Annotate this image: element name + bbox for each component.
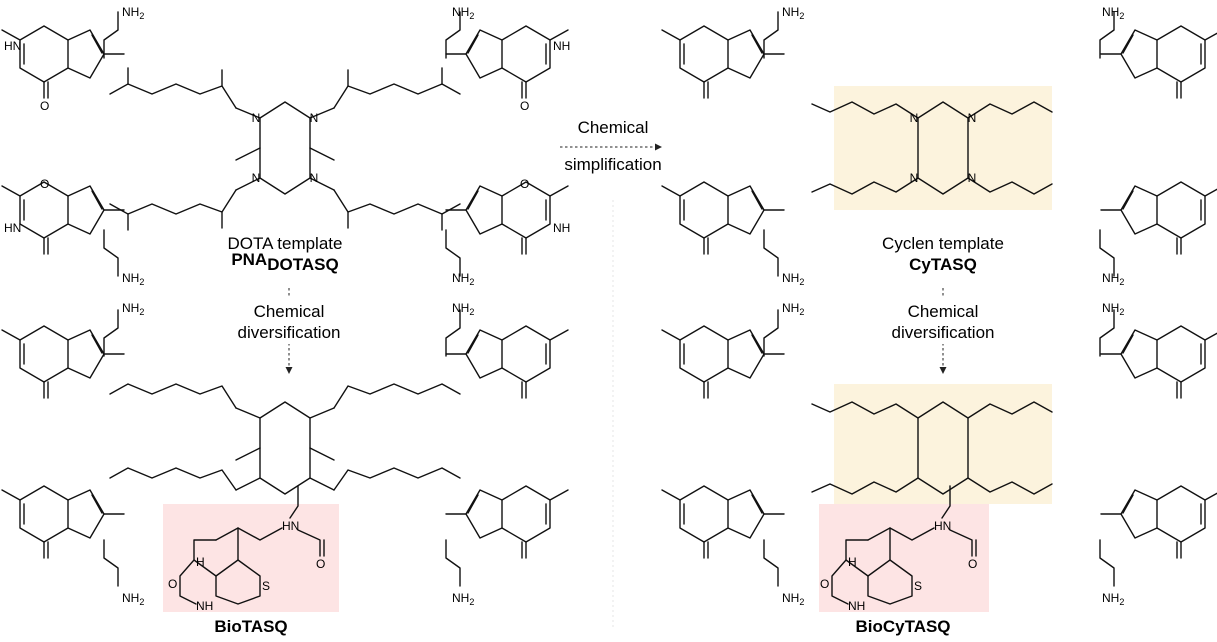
atom-o: O [520,99,529,113]
atom-nh2: NH2 [122,591,144,607]
atom-nh2: NH2 [452,5,474,21]
atom-o: O [820,577,829,591]
label-biocytasq: BioCyTASQ [855,617,950,636]
label-dota-template: DOTA template [228,234,343,253]
atom-nh2: NH2 [1102,5,1124,21]
atom-n: N [310,111,319,125]
atom-nh2: NH2 [122,301,144,317]
atom-nh2: NH2 [1102,271,1124,287]
atom-s: S [914,579,922,593]
atom-n: N [910,171,919,185]
label-diversification-right-1: Chemical [908,302,979,321]
cytasq-structure: N N N N NH2 NH2 NH2 NH2 [661,5,1217,287]
label-diversification-left-2: diversification [238,323,341,342]
biocytasq-structure: HN O S O H NH NH2 NH2 NH2 NH2 [661,301,1217,613]
label-diversification-left-1: Chemical [254,302,325,321]
diversification-label-bg-right [855,296,1031,344]
atom-s: S [262,579,270,593]
atom-hn: HN [4,221,21,235]
label-simplification-1: Chemical [578,118,649,137]
atom-o: O [40,177,49,191]
atom-o: O [316,557,325,571]
label-simplification-2: simplification [564,155,661,174]
atom-nh2: NH2 [782,591,804,607]
dotasq-structure: N N N N NH2 NH2 NH2 NH2 HN HN NH NH O O … [1,5,570,287]
label-cytasq: CyTASQ [909,255,977,274]
atom-nh2: NH2 [122,271,144,287]
atom-o: O [168,577,177,591]
atom-nh2: NH2 [452,301,474,317]
cyclen-highlight-top [834,86,1052,210]
atom-nh2: NH2 [782,301,804,317]
atom-nh: NH [553,221,570,235]
atom-n: N [910,111,919,125]
atom-nh: NH [196,599,213,613]
atom-n: N [310,171,319,185]
atom-nh: NH [848,599,865,613]
atom-nh2: NH2 [122,5,144,21]
atom-n: N [252,171,261,185]
atom-nh: NH [553,39,570,53]
label-diversification-right-2: diversification [892,323,995,342]
atom-nh2: NH2 [782,271,804,287]
biotin-highlight-right [819,504,989,612]
diversification-label-bg-left [200,296,380,344]
label-biotasq: BioTASQ [214,617,287,636]
atom-hn: HN [4,39,21,53]
atom-nh2: NH2 [452,271,474,287]
atom-nh2: NH2 [782,5,804,21]
atom-o: O [520,177,529,191]
label-cyclen-template: Cyclen template [882,234,1004,253]
atom-n: N [252,111,261,125]
atom-nh2: NH2 [1102,301,1124,317]
atom-nh2: NH2 [1102,591,1124,607]
label-pnadotasq: PNADOTASQ [231,250,338,274]
atom-h: H [848,555,857,569]
biotasq-structure: HN O S O H NH NH2 NH2 NH2 NH2 [1,301,569,613]
atom-o: O [968,557,977,571]
atom-o: O [40,99,49,113]
atom-n: N [968,171,977,185]
atom-nh2: NH2 [452,591,474,607]
atom-n: N [968,111,977,125]
atom-hn: HN [934,519,951,533]
biotin-highlight-left [163,504,339,612]
atom-hn: HN [282,519,299,533]
atom-h: H [196,555,205,569]
